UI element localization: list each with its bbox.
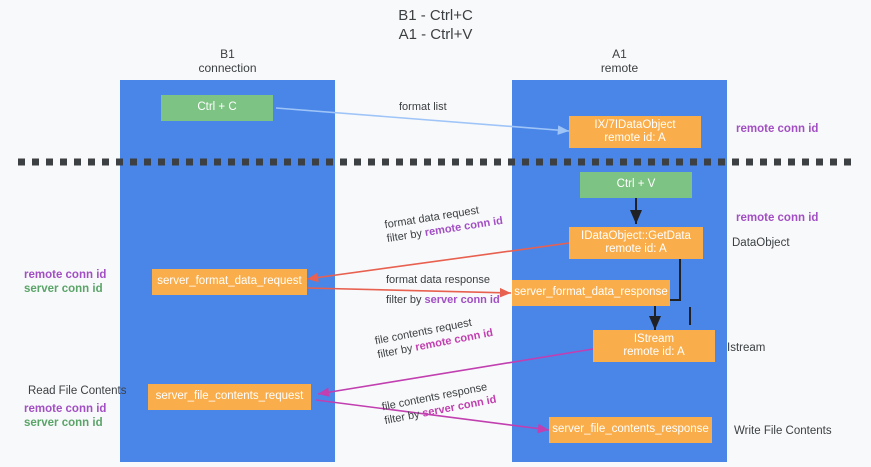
edge-label-format-list: format list: [399, 100, 447, 114]
box-istream[interactable]: IStream remote id: A: [593, 330, 715, 362]
box-server-format-data-response[interactable]: server_format_data_response: [512, 280, 670, 306]
annotation-left-remote-conn-id-bottom: remote conn id: [24, 403, 107, 415]
diagram-title: B1 - Ctrl+C A1 - Ctrl+V: [0, 6, 871, 44]
annotation-read-file-contents: Read File Contents: [28, 385, 127, 397]
box-ctrl-c-label: Ctrl + C: [197, 101, 237, 114]
annotation-remote-conn-id-top: remote conn id: [736, 123, 819, 135]
box-server-file-contents-response[interactable]: server_file_contents_response: [549, 417, 712, 443]
box-remote-dataobject-line2: remote id: A: [604, 132, 666, 144]
column-header-b1: B1 connection: [120, 47, 335, 75]
box-server-format-data-request-label: server_format_data_request: [157, 275, 302, 288]
edge-label-format-data-request: format data request filter by remote con…: [384, 200, 504, 246]
title-line-1: B1 - Ctrl+C: [398, 7, 473, 24]
box-getdata-line2: remote id: A: [605, 243, 667, 255]
column-header-b1-name: B1: [220, 47, 235, 61]
edge-label-file-contents-response: file contents response filter by server …: [381, 379, 498, 428]
box-remote-dataobject[interactable]: IX/7IDataObject remote id: A: [569, 116, 701, 148]
annotation-left-server-conn-id-bottom: server conn id: [24, 417, 103, 429]
box-server-file-contents-request-label: server_file_contents_request: [155, 390, 304, 403]
box-ctrl-v-label: Ctrl + V: [616, 178, 656, 191]
annotation-remote-conn-id-mid: remote conn id: [736, 212, 819, 224]
edge-label-file-contents-request: file contents request filter by remote c…: [374, 312, 495, 362]
column-header-a1: A1 remote: [512, 47, 727, 75]
box-remote-dataobject-line1: IX/7IDataObject: [594, 118, 676, 131]
box-server-file-contents-response-label: server_file_contents_response: [552, 423, 709, 436]
annotation-left-server-conn-id-mid: server conn id: [24, 283, 103, 295]
edge-label-format-data-response-line1: format data response: [386, 274, 490, 286]
edge-label-format-data-response: format data response filter by server co…: [386, 273, 500, 307]
edge-label-format-list-text: format list: [399, 101, 447, 113]
column-header-b1-role: connection: [198, 61, 257, 75]
edge-label-format-data-response-line2: filter by server conn id: [386, 293, 500, 307]
annotation-dataobject: DataObject: [732, 237, 790, 249]
box-getdata-line1: IDataObject::GetData: [581, 229, 691, 242]
box-server-file-contents-request[interactable]: server_file_contents_request: [148, 384, 311, 410]
box-getdata[interactable]: IDataObject::GetData remote id: A: [569, 227, 703, 259]
column-header-a1-role: remote: [600, 61, 639, 75]
title-line-2: A1 - Ctrl+V: [398, 26, 473, 43]
box-istream-line2: remote id: A: [623, 346, 685, 358]
box-ctrl-c[interactable]: Ctrl + C: [161, 95, 273, 121]
box-istream-line1: IStream: [633, 332, 675, 345]
annotation-write-file-contents: Write File Contents: [734, 425, 832, 437]
edge-label-format-data-response-highlight: server conn id: [424, 294, 500, 306]
annotation-left-remote-conn-id-mid: remote conn id: [24, 269, 107, 281]
annotation-istream: Istream: [727, 342, 766, 354]
box-server-format-data-request[interactable]: server_format_data_request: [152, 269, 307, 295]
column-header-a1-name: A1: [612, 47, 627, 61]
box-ctrl-v[interactable]: Ctrl + V: [580, 172, 692, 198]
edge-label-format-data-response-prefix: filter by: [386, 294, 425, 306]
box-server-format-data-response-label: server_format_data_response: [514, 286, 668, 299]
